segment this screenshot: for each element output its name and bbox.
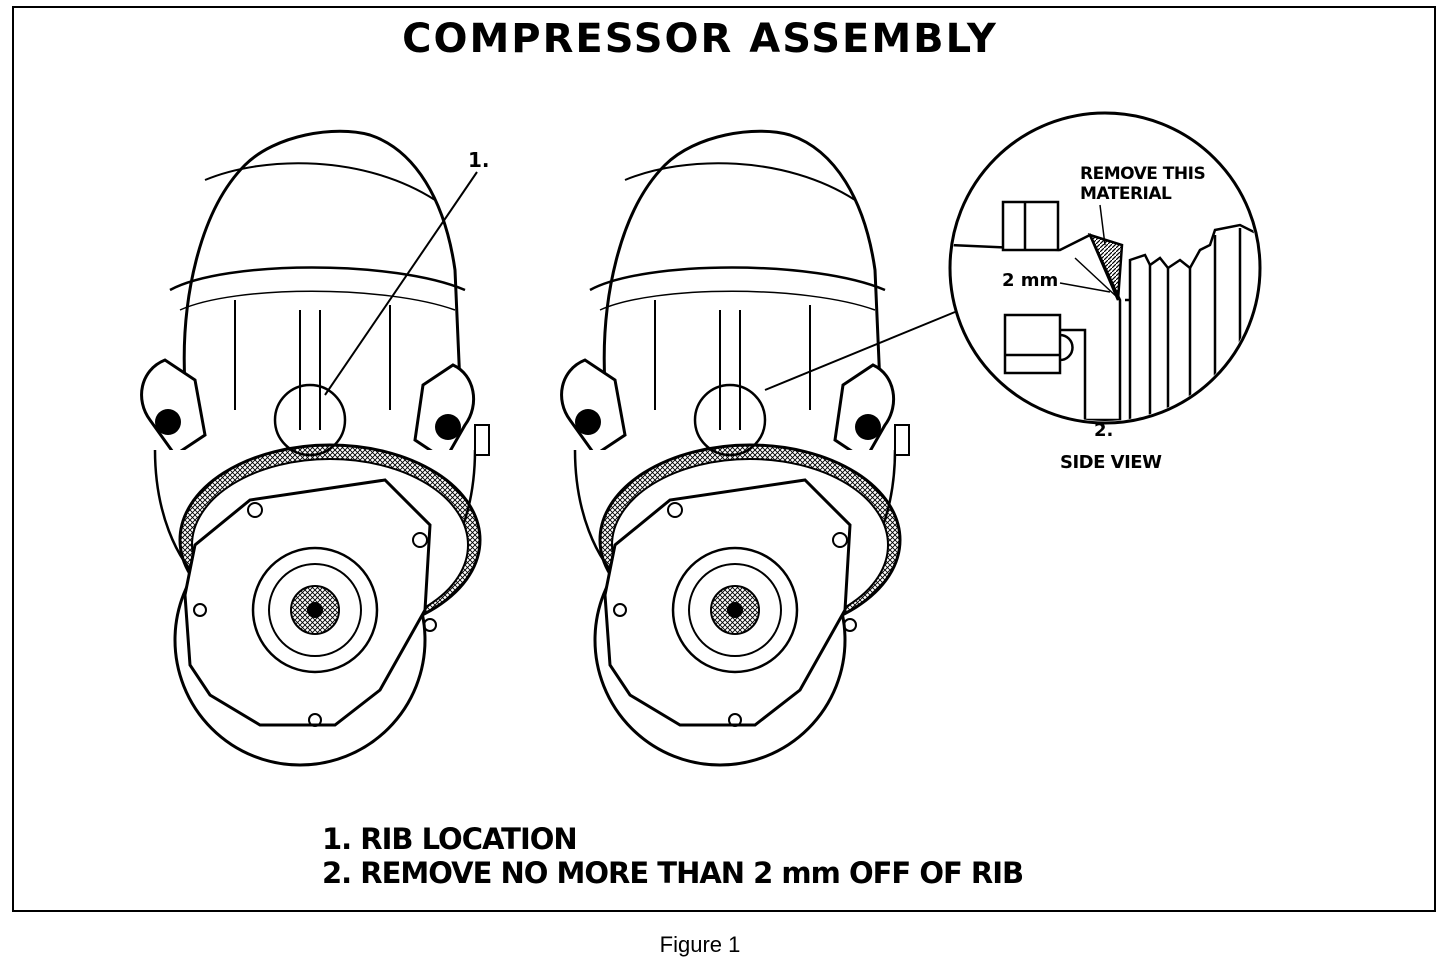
detail-leader (764, 311, 956, 391)
side-view-label: SIDE VIEW (1060, 452, 1162, 473)
legend-item-1: 1. RIB LOCATION (322, 822, 578, 856)
figure-caption: Figure 1 (659, 932, 741, 957)
side-view-detail (948, 111, 1262, 425)
legend-item-2: 2. REMOVE NO MORE THAN 2 mm OFF OF RIB (322, 856, 1024, 890)
remove-material-note: REMOVE THIS MATERIAL (1080, 164, 1206, 204)
diagram-title: COMPRESSOR ASSEMBLY (402, 16, 998, 62)
compressor-side-view-ref (560, 129, 911, 767)
compressor-rib-location (140, 129, 491, 767)
remove-line-1: REMOVE THIS (1080, 164, 1206, 184)
figure-frame (12, 6, 1436, 912)
callout-1-leader (324, 171, 478, 396)
callout-1: 1. (468, 148, 490, 172)
remove-line-2: MATERIAL (1080, 184, 1172, 204)
dimension-label: 2 mm (1002, 270, 1059, 291)
legend: 1. RIB LOCATION 2. REMOVE NO MORE THAN 2… (322, 822, 1024, 890)
callout-2: 2. (1094, 420, 1114, 441)
